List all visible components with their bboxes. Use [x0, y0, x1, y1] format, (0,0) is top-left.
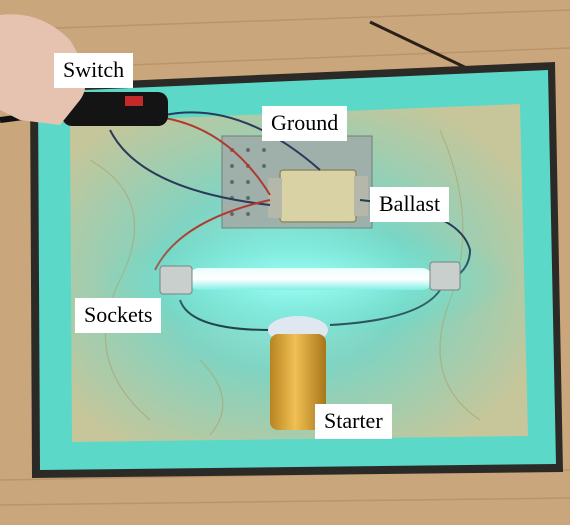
switch-indicator: [125, 96, 143, 106]
starter-body: [270, 334, 326, 430]
callout-ground: Ground: [262, 106, 348, 141]
uv-tube: [188, 268, 433, 290]
floor-crack: [369, 20, 476, 74]
ballast-mount-right: [354, 176, 368, 216]
socket-right: [429, 261, 461, 291]
callout-starter: Starter: [315, 404, 392, 439]
callout-ballast: Ballast: [370, 187, 450, 222]
callout-sockets: Sockets: [75, 298, 162, 333]
ballast-mount-left: [268, 178, 282, 218]
hand: [0, 14, 86, 126]
callout-switch: Switch: [54, 53, 134, 88]
socket-left: [159, 265, 193, 295]
ballast-body: [279, 169, 357, 223]
